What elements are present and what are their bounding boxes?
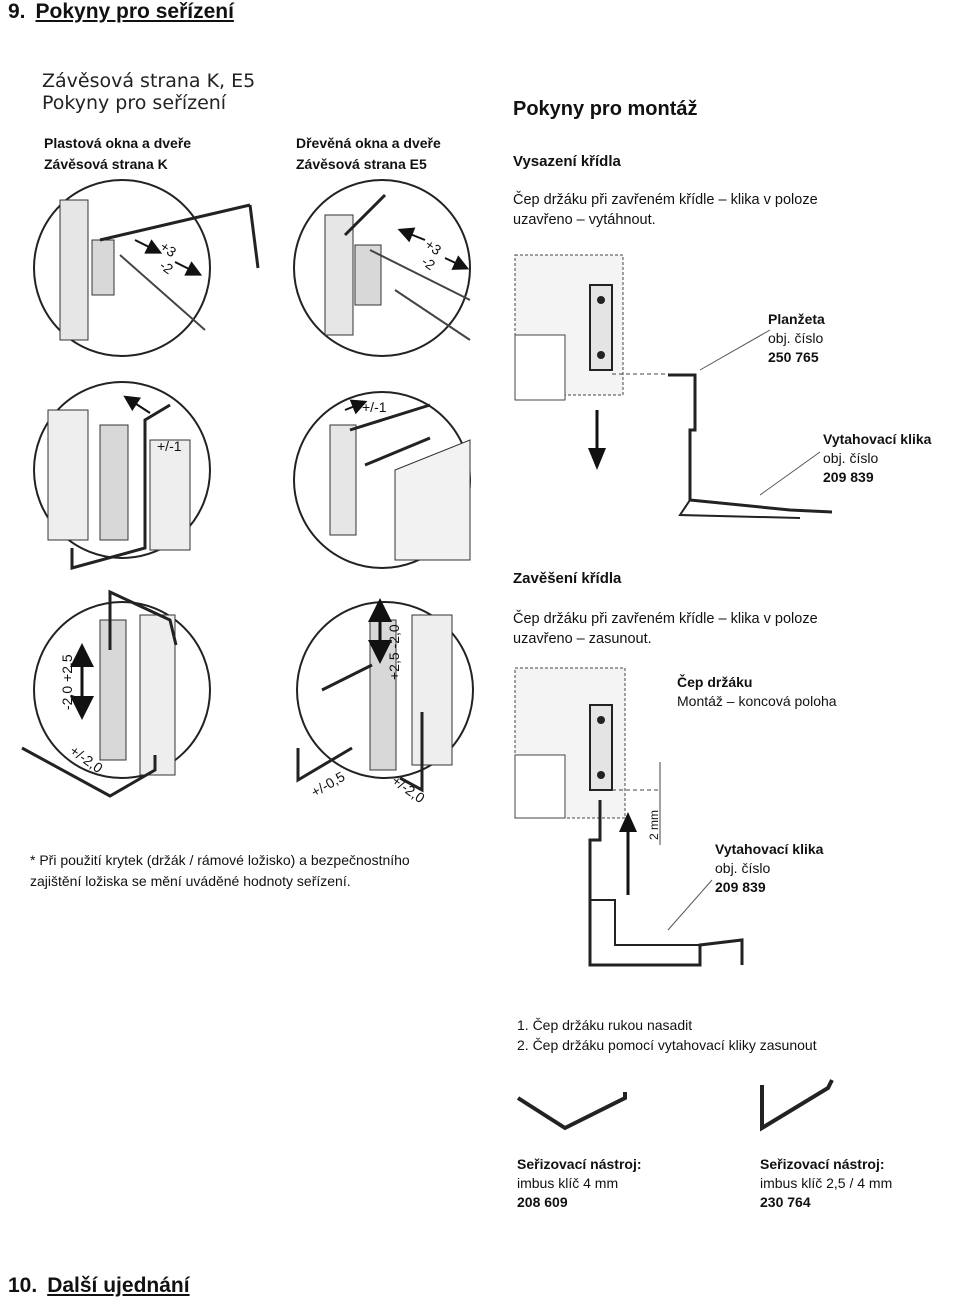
step-1: 1. Čep držáku rukou nasadit — [517, 1017, 693, 1033]
hinge-circle-2 — [293, 179, 471, 357]
dim-label: -2,0 +2,5 — [59, 654, 75, 710]
dim-label: +2,5 -2,0 — [386, 624, 402, 680]
adjustment-note: * Při použití krytek (držák / rámové lož… — [30, 852, 410, 889]
dim-label: +/-1 — [362, 399, 387, 415]
section-title[interactable]: Pokyny pro seřízení — [35, 0, 234, 23]
dimension-2mm: 2 mm — [647, 810, 661, 840]
install-steps: 1. Čep držáku rukou nasadit 2. Čep držák… — [517, 1015, 817, 1055]
part-callout-planzeta: Planžeta obj. číslo 250 765 — [768, 311, 825, 365]
hex-key-2-5-4mm-icon — [760, 1079, 834, 1132]
hex-key-4mm-icon — [516, 1092, 627, 1131]
hang-sash-text: Čep držáku při zavřeném křídle – klika v… — [513, 611, 818, 647]
install-diagram-2 — [514, 667, 744, 967]
column-heading-wood: Dřevěná okna a dveře Závěsová strana E5 — [296, 135, 441, 172]
column-heading-plastic: Plastová okna a dveře Závěsová strana K — [44, 135, 192, 172]
install-diagram-1 — [514, 254, 833, 519]
dim-label: +/-1 — [157, 438, 182, 454]
hinge-circle-1 — [33, 179, 260, 357]
section-title[interactable]: Další ujednání — [47, 1274, 190, 1297]
hinge-circle-6 — [296, 598, 474, 793]
tool-callout-1: Seřizovací nástroj: imbus klíč 4 mm 208 … — [517, 1156, 642, 1210]
subheading-hang-sash: Zavěšení křídla — [513, 570, 622, 587]
install-title: Pokyny pro montáž — [513, 98, 698, 120]
section-heading-9: 9.Pokyny pro seřízení — [8, 0, 234, 23]
section-heading-10: 10.Další ujednání — [8, 1274, 190, 1297]
part-callout-cep: Čep držáku Montáž – koncová poloha — [677, 674, 837, 709]
subheading-remove-sash: Vysazení křídla — [513, 153, 621, 170]
part-callout-klika-2: Vytahovací klika obj. číslo 209 839 — [715, 841, 824, 895]
hinge-circle-4 — [293, 391, 471, 569]
part-callout-klika-1: Vytahovací klika obj. číslo 209 839 — [823, 431, 932, 485]
hinge-circle-5 — [21, 589, 211, 798]
doc-title: Závěsová strana K, E5 Pokyny pro seřízen… — [42, 70, 256, 114]
remove-sash-text: Čep držáku při zavřeném křídle – klika v… — [513, 192, 818, 228]
step-2: 2. Čep držáku pomocí vytahovací kliky za… — [517, 1037, 817, 1053]
tool-callout-2: Seřizovací nástroj: imbus klíč 2,5 / 4 m… — [760, 1156, 893, 1210]
hinge-circle-3 — [33, 381, 211, 570]
